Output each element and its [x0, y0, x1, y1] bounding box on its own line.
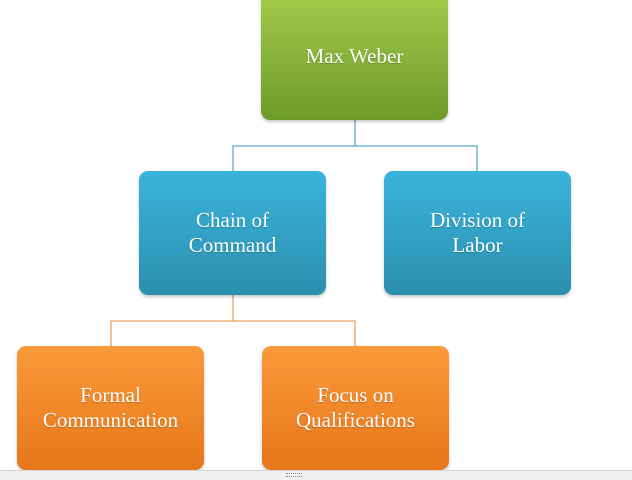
node-max-weber-label: Max Weber [305, 43, 404, 68]
node-focus-on-qualifications-label: Focus on Qualifications [296, 383, 415, 432]
pane-splitter-bar[interactable] [0, 470, 632, 480]
connector-root-to-level2 [232, 145, 478, 171]
node-chain-of-command[interactable]: Chain of Command [139, 171, 326, 295]
node-division-of-labor[interactable]: Division of Labor [384, 171, 571, 295]
splitter-grip-icon[interactable] [286, 473, 302, 477]
node-focus-on-qualifications[interactable]: Focus on Qualifications [262, 346, 449, 470]
node-formal-communication-label: Formal Communication [42, 383, 179, 432]
node-formal-communication[interactable]: Formal Communication [17, 346, 204, 470]
node-chain-of-command-label: Chain of Command [188, 208, 277, 257]
connector-chain-to-level3 [110, 320, 356, 346]
node-division-of-labor-label: Division of Labor [429, 208, 526, 257]
node-max-weber[interactable]: Max Weber [261, 0, 448, 120]
